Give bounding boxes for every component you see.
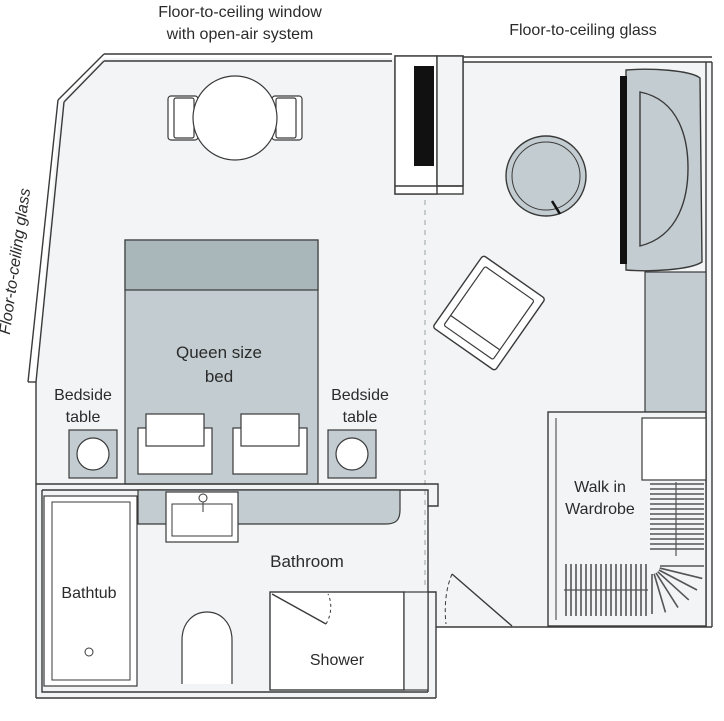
wardrobe-label-line1: Walk in	[574, 479, 626, 496]
dining-set	[167, 75, 303, 161]
bedside-right-label-line1: Bedside	[331, 387, 389, 404]
bed-label-line1: Queen size	[176, 343, 262, 362]
bedside-left-label-line2: table	[66, 409, 101, 426]
bathtub-label: Bathtub	[61, 585, 116, 602]
vanity	[137, 489, 401, 543]
coffee-table	[505, 135, 587, 217]
entry-door	[444, 573, 513, 627]
glass-left-label: Floor-to-ceiling glass	[0, 187, 34, 335]
toilet	[181, 611, 233, 684]
shower-label: Shower	[310, 652, 365, 669]
hanger-mark	[659, 567, 703, 580]
armchair	[433, 255, 545, 371]
entry-pillar	[394, 55, 464, 195]
hanger-mark	[653, 573, 667, 613]
sofa	[620, 68, 703, 272]
outer-walls	[27, 53, 713, 699]
bed-label-line2: bed	[205, 367, 233, 386]
labels: Floor-to-ceiling window with open-air sy…	[0, 4, 657, 669]
glass-top-right-label: Floor-to-ceiling glass	[509, 22, 657, 39]
wardrobe-label-line2: Wardrobe	[565, 501, 635, 518]
bathtub	[43, 495, 138, 687]
window-top-label-line1: Floor-to-ceiling window	[158, 4, 322, 21]
bedside-table-left	[68, 429, 118, 479]
hanger-mark	[655, 572, 679, 608]
wardrobe	[547, 411, 707, 627]
hanger-mark	[658, 569, 698, 591]
cabinet	[644, 271, 707, 413]
shower	[269, 591, 429, 691]
hanger-mark	[657, 571, 690, 601]
bedside-table-right	[327, 429, 377, 479]
bathroom-label: Bathroom	[270, 552, 344, 571]
window-top-label-line2: with open-air system	[166, 26, 314, 43]
bedside-right-label-line2: table	[343, 409, 378, 426]
bedside-left-label-line1: Bedside	[54, 387, 112, 404]
queen-bed	[124, 239, 319, 485]
